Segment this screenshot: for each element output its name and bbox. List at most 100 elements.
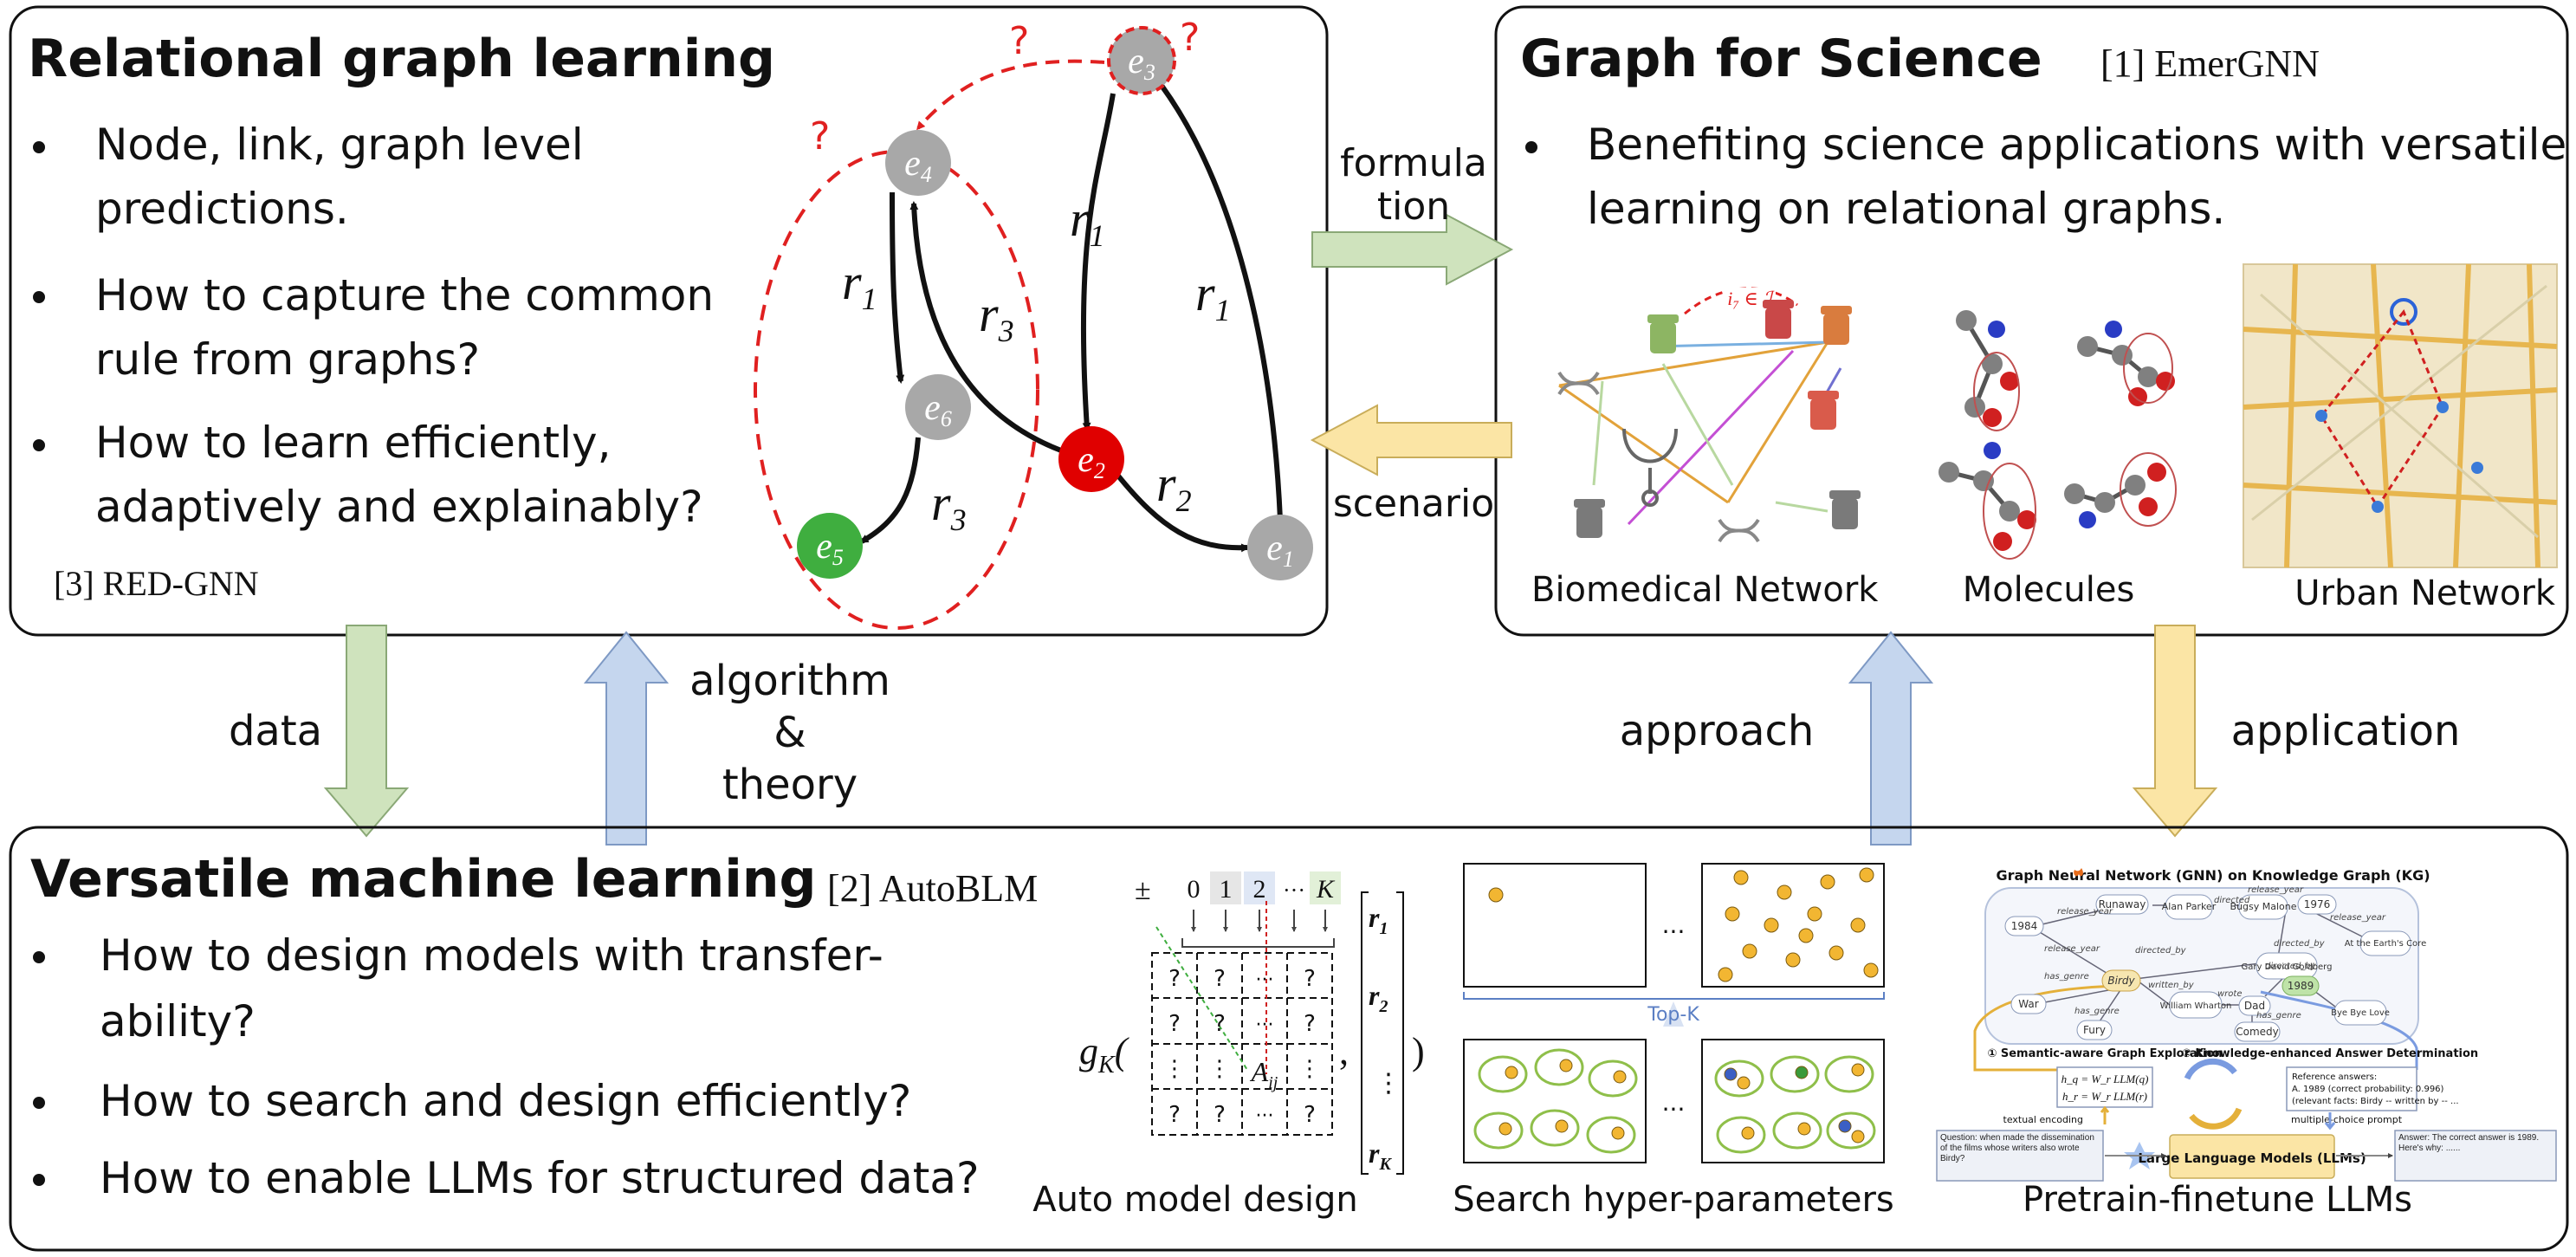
svg-text:release_year: release_year bbox=[2057, 907, 2113, 917]
arrow-algorithm-label-1: algorithm bbox=[689, 657, 890, 705]
rgl-bullet-3-line-1: How to learn efficiently, bbox=[95, 418, 612, 468]
topk-label: Top-K bbox=[1647, 1004, 1699, 1026]
matrix-close-paren: ) bbox=[1412, 1030, 1425, 1072]
edge-label-r1-e3e2: r1 bbox=[1070, 191, 1105, 253]
edge-e2-e4 bbox=[909, 201, 1063, 453]
stethoscope-icon bbox=[1622, 428, 1678, 507]
edge-e1-e3 bbox=[1141, 60, 1283, 521]
cycle-icon bbox=[2184, 1058, 2243, 1130]
llm-reference-b: (relevant facts: Birdy -- written by -- … bbox=[2292, 1097, 2459, 1106]
svg-text:William Wharton: William Wharton bbox=[2160, 1001, 2232, 1011]
node-e5-label: e5 bbox=[816, 527, 844, 570]
arrow-approach-label: approach bbox=[1620, 707, 1815, 755]
edge-e3-e2 bbox=[1080, 93, 1116, 431]
svg-text:Gary David Goldberg: Gary David Goldberg bbox=[2242, 962, 2333, 972]
svg-text:directed_by: directed_by bbox=[2274, 939, 2326, 949]
search-ellipsis-bottom: ··· bbox=[1662, 1095, 1686, 1124]
scoring-function-gk: gK( bbox=[1079, 1030, 1129, 1079]
rgl-reference: [3] RED-GNN bbox=[54, 564, 259, 603]
llm-mc-prompt: multiple-choice prompt bbox=[2291, 1114, 2403, 1125]
llm-figure-title: Graph Neural Network (GNN) on Knowledge … bbox=[1996, 867, 2430, 884]
edge-e6-e5 bbox=[859, 437, 921, 544]
llm-answer: Answer: The correct answer is 1989. Here… bbox=[2398, 1133, 2540, 1153]
rgl-bullet-1: Node, link, graph level predictions. bbox=[33, 120, 584, 234]
svg-text:?: ? bbox=[1304, 1102, 1316, 1128]
relation-matrix: ? ? ··· ? ? ? ··· ? ⋮ ⋮ Aij ⋮ ? ? ··· ? bbox=[1151, 901, 1333, 1136]
relation-vector-r1: r1 bbox=[1369, 902, 1388, 938]
edge-e2-e1 bbox=[1115, 473, 1250, 553]
rgl-bullet-3: How to learn efficiently, adaptively and… bbox=[33, 418, 703, 532]
vml-bullet-1-line-1: How to design models with transfer- bbox=[100, 930, 883, 981]
plus-minus-symbol: ± bbox=[1135, 874, 1151, 906]
caption-biomedical-network: Biomedical Network bbox=[1531, 570, 1879, 610]
molecule-2 bbox=[2077, 321, 2175, 406]
svg-text:?: ? bbox=[1168, 966, 1181, 992]
arrow-data-label: data bbox=[229, 707, 322, 755]
question-mark-3: ? bbox=[810, 114, 830, 159]
pill-bottle-icon-red-2 bbox=[1808, 391, 1839, 430]
urban-map-illustration bbox=[2243, 263, 2558, 568]
panel-versatile-machine-learning: Versatile machine learning [2] AutoBLM H… bbox=[9, 826, 2569, 1252]
node-e3 bbox=[1107, 26, 1176, 95]
svg-text:directed_by: directed_by bbox=[2265, 962, 2317, 971]
node-e2 bbox=[1058, 426, 1124, 492]
search-ellipsis-top: ··· bbox=[1662, 917, 1686, 946]
node-e1 bbox=[1247, 515, 1313, 580]
svg-text:1976: 1976 bbox=[2304, 898, 2331, 910]
relation-vector-rk: rK bbox=[1369, 1137, 1392, 1174]
svg-text:?: ? bbox=[1304, 966, 1316, 992]
svg-text:release_year: release_year bbox=[2330, 913, 2386, 923]
caption-search-hyperparameters: Search hyper-parameters bbox=[1453, 1180, 1894, 1220]
search-hyperparameters-illustration: ··· Top-K ··· bbox=[1463, 863, 1885, 1163]
svg-text:Bugsy Malone: Bugsy Malone bbox=[2230, 901, 2297, 912]
question-mark-1: ? bbox=[1009, 19, 1029, 63]
arrow-algorithm-label-2: & bbox=[773, 709, 806, 757]
svg-text:···: ··· bbox=[1256, 969, 1274, 991]
rgl-bullet-3-line-2: adaptively and explainably? bbox=[95, 482, 703, 532]
llm-textual-encoding: textual encoding bbox=[2003, 1114, 2084, 1125]
rgl-bullet-2: How to capture the common rule from grap… bbox=[33, 270, 714, 385]
node-e3-label: e3 bbox=[1128, 42, 1155, 85]
svg-text:At the Earth's Core: At the Earth's Core bbox=[2345, 939, 2426, 949]
svg-text:directed: directed bbox=[2214, 896, 2250, 905]
arrow-scenario: scenario bbox=[1310, 404, 1512, 526]
svg-text:···: ··· bbox=[1256, 1105, 1274, 1127]
svg-text:War: War bbox=[2018, 998, 2038, 1010]
index-1: 1 bbox=[1220, 875, 1233, 904]
node-e4 bbox=[885, 130, 951, 196]
node-e6 bbox=[905, 374, 971, 440]
svg-text:has_genre: has_genre bbox=[2074, 1007, 2120, 1016]
pill-bottle-icon-gray-2 bbox=[1829, 490, 1861, 529]
vml-title: Versatile machine learning bbox=[30, 849, 816, 910]
dashed-query-edge bbox=[916, 59, 1105, 131]
llm-reference-a: A. 1989 (correct probability: 0.996) bbox=[2292, 1085, 2444, 1094]
svg-text:?: ? bbox=[1168, 1011, 1181, 1037]
svg-text:?: ? bbox=[1214, 966, 1226, 992]
arrow-formulation-label-2: tion bbox=[1377, 185, 1450, 229]
molecule-4 bbox=[2064, 452, 2177, 528]
arrow-data: data bbox=[229, 625, 410, 838]
node-e4-label: e4 bbox=[904, 144, 932, 187]
caption-auto-model-design: Auto model design bbox=[1032, 1180, 1358, 1220]
matrix-entry-aij: Aij bbox=[1250, 1056, 1278, 1092]
rgl-bullet-1-line-1: Node, link, graph level bbox=[95, 120, 584, 170]
svg-text:Bye Bye Love: Bye Bye Love bbox=[2331, 1008, 2390, 1018]
llm-formula-1: h_q = W_r LLM(q) bbox=[2061, 1072, 2149, 1085]
index-dots: ··· bbox=[1283, 878, 1305, 903]
svg-text:Alan Parker: Alan Parker bbox=[2162, 901, 2217, 912]
llm-formula-2: h_r = W_r LLM(r) bbox=[2062, 1090, 2147, 1103]
edge-label-r3-e6e5: r3 bbox=[931, 475, 967, 537]
relation-vector-r2: r2 bbox=[1369, 980, 1388, 1016]
svg-text:Fury: Fury bbox=[2083, 1024, 2106, 1036]
edge-label-r2-e2e1: r2 bbox=[1156, 456, 1192, 518]
llm-label: Large Language Models (LLMs) bbox=[2138, 1150, 2366, 1166]
arrow-algorithm-label-3: theory bbox=[722, 761, 858, 809]
relational-graph: ? ? ? e3 e4 e6 e2 e5 e1 r1 r1 r1 r3 bbox=[754, 16, 1313, 630]
node-e1-label: e1 bbox=[1266, 528, 1294, 572]
svg-text:has_genre: has_genre bbox=[2256, 1011, 2301, 1021]
arrow-approach: approach bbox=[1620, 631, 1934, 846]
index-0: 0 bbox=[1188, 875, 1201, 904]
fire-icon bbox=[2074, 868, 2083, 877]
svg-text:Comedy: Comedy bbox=[2236, 1026, 2279, 1038]
svg-text:?: ? bbox=[1168, 1102, 1181, 1128]
